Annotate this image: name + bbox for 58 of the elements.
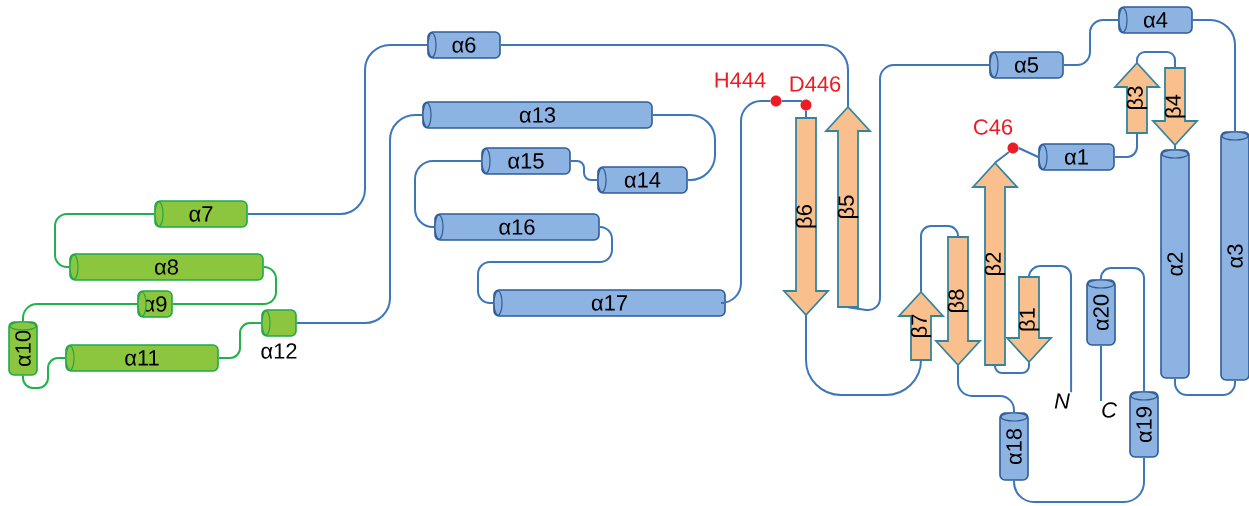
beta-strand: β4	[1150, 67, 1200, 147]
loop-line	[1113, 132, 1138, 158]
loop-line	[569, 160, 599, 181]
terminus-label: N	[1054, 393, 1070, 409]
loop-line	[22, 357, 67, 389]
helix-cylinder: α19	[1129, 391, 1159, 458]
loop-line	[1100, 344, 1102, 403]
loop-line	[217, 322, 263, 359]
loop-line	[22, 303, 139, 323]
terminus-label: C	[1102, 402, 1118, 418]
loop-line	[1062, 19, 1120, 66]
loop-line	[1191, 19, 1236, 133]
loop-line	[295, 114, 424, 324]
beta-strand: β2	[970, 161, 1020, 366]
loop-line	[994, 151, 1010, 164]
loop-line	[651, 114, 716, 181]
helix-cylinder: α4	[1118, 6, 1193, 34]
helix-cylinder: α5	[989, 51, 1064, 79]
loop-line	[805, 109, 807, 119]
beta-strand: β1	[1004, 276, 1054, 364]
beta-strand: β7	[896, 290, 946, 361]
loop-line	[957, 364, 1015, 414]
loop-line	[499, 44, 849, 108]
helix-cylinder: α20	[1086, 279, 1116, 346]
helix-cylinder: α6	[427, 31, 501, 59]
beta-strand: β8	[933, 236, 983, 367]
loop-line	[720, 100, 772, 304]
helix-label: α12	[261, 343, 297, 359]
beta-strand: β3	[1112, 61, 1162, 134]
loop-line	[1013, 456, 1145, 503]
residue-label: H444	[715, 72, 766, 88]
loop-line	[1028, 265, 1073, 394]
helix-cylinder: α7	[154, 200, 248, 228]
helix-cylinder: α17	[493, 289, 726, 317]
helix-cylinder: α2	[1160, 149, 1190, 379]
loop-line	[1017, 147, 1040, 158]
helix-cylinder: α1	[1038, 143, 1115, 171]
loop-line	[1174, 144, 1176, 151]
residue-label: D446	[790, 76, 841, 92]
residue-label: C46	[974, 119, 1013, 135]
beta-strand: β6	[781, 117, 831, 317]
loop-line	[414, 160, 483, 228]
helix-cylinder: α8	[69, 253, 264, 281]
helix-cylinder: α11	[65, 344, 219, 372]
loop-line	[805, 314, 922, 396]
helix-cylinder: α13	[422, 101, 653, 129]
loop-line	[780, 99, 803, 102]
helix-cylinder: α14	[597, 166, 688, 194]
helix-cylinder: α10	[8, 321, 38, 376]
helix-cylinder: α15	[481, 147, 571, 175]
beta-strand: β5	[823, 105, 873, 308]
loop-line	[847, 64, 991, 312]
loop-line	[994, 361, 1030, 374]
helix-cylinder: α18	[999, 412, 1029, 481]
loop-line	[246, 44, 429, 215]
helix-cylinder: α3	[1220, 131, 1249, 381]
loop-line	[171, 266, 277, 305]
helix-cylinder: α16	[434, 213, 600, 241]
